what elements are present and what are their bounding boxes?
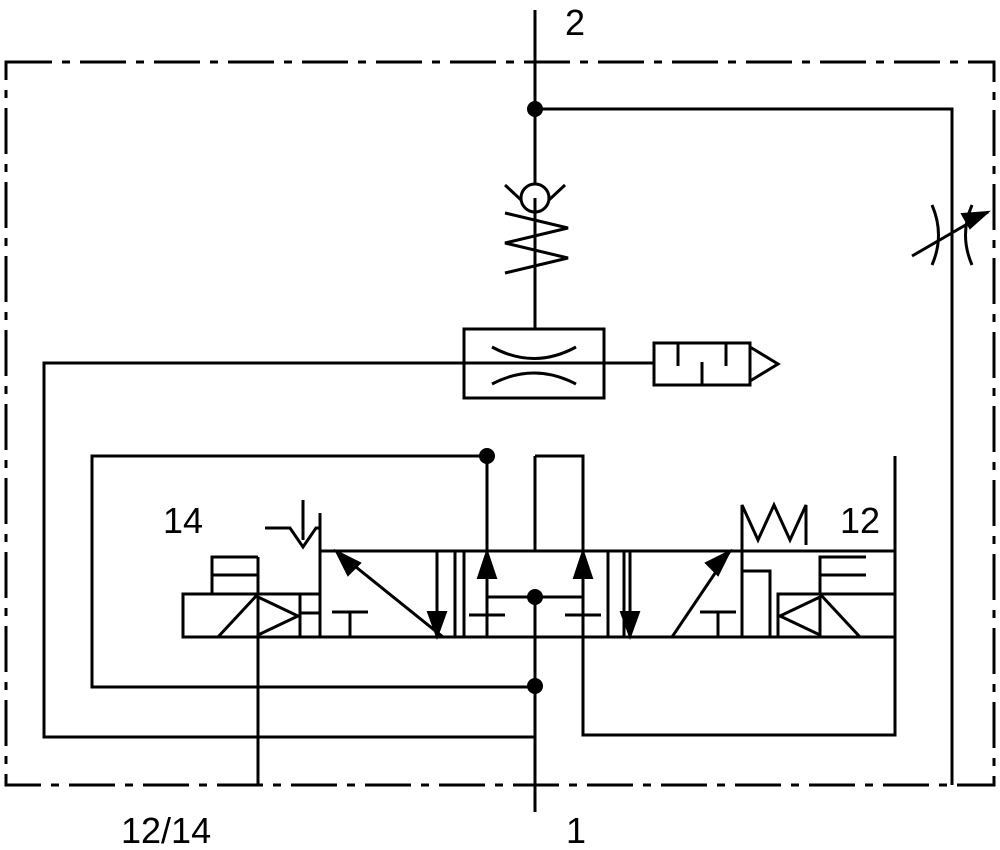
right-pilot-triangle-icon bbox=[776, 594, 822, 638]
right-solenoid-diagonal-icon bbox=[818, 592, 862, 639]
label-port-1: 1 bbox=[566, 810, 586, 850]
left-manual-override-icon bbox=[265, 526, 320, 550]
supply-branch-to-throttle bbox=[535, 107, 954, 785]
label-solenoid-12: 12 bbox=[840, 500, 880, 541]
throttle-arc-left-icon bbox=[930, 204, 940, 266]
left-pilot-triangle-icon bbox=[256, 594, 302, 638]
label-pilot-12-14: 12/14 bbox=[121, 810, 211, 850]
label-solenoid-14: 14 bbox=[163, 500, 203, 541]
silencer-exhaust-arrow-icon bbox=[749, 345, 781, 383]
check-valve-spring-icon bbox=[504, 211, 569, 275]
valve-right-pos-arrowhead-icon bbox=[704, 548, 733, 577]
valve-left-pos-arrowhead-icon bbox=[333, 548, 362, 577]
restrictor-left-return-line bbox=[42, 361, 535, 739]
left-pilot-connector-block bbox=[298, 592, 322, 639]
restrictor-lower-curve-icon bbox=[491, 371, 577, 386]
left-solenoid-diagonal-icon bbox=[216, 592, 260, 639]
valve-right-pos-exhaust-arrowhead-icon bbox=[619, 611, 641, 640]
right-pilot-connector-block bbox=[740, 569, 772, 639]
junction-dot-valve-supply-lower bbox=[527, 678, 543, 694]
label-port-2: 2 bbox=[565, 2, 585, 43]
throttle-adjust-arrow-head-icon bbox=[960, 210, 991, 230]
manifold-boundary bbox=[4, 60, 996, 787]
valve-center-right-up-arrowhead-icon bbox=[572, 547, 594, 579]
right-return-spring-icon bbox=[740, 501, 808, 551]
junction-dot-valve-center bbox=[527, 589, 543, 605]
junction-dot-valve-pilot-upper bbox=[479, 448, 495, 464]
throttle-arc-right-icon bbox=[964, 204, 974, 266]
junction-dot-supply-tee-top bbox=[527, 101, 543, 117]
valve-center-left-up-arrowhead-icon bbox=[476, 547, 498, 579]
valve-left-pos-exhaust-arrowhead-icon bbox=[426, 611, 448, 640]
valve-frame-left-loop bbox=[90, 454, 535, 689]
restrictor-upper-curve-icon bbox=[491, 345, 577, 360]
valve-frame-right-loop bbox=[535, 454, 897, 737]
